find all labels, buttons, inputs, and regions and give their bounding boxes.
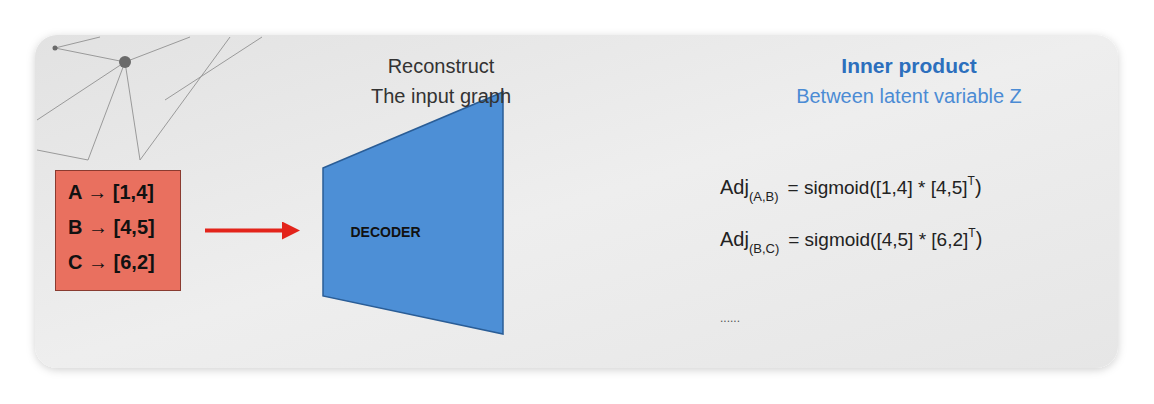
panel (35, 35, 1118, 368)
formula-text: = sigmoid([1,4] * [4,5] (788, 177, 968, 199)
formula-row: Adj(A,B)= sigmoid([1,4] * [4,5]T) (720, 176, 982, 199)
trapezoid (323, 92, 503, 334)
network-line (165, 37, 262, 100)
network-line (37, 62, 125, 120)
formula-text: Adj (720, 228, 749, 251)
formula-text: Adj (720, 176, 749, 199)
block-heading: Reconstruct The input graph (341, 51, 541, 111)
network-illustration (37, 37, 262, 160)
formula-text: = sigmoid([4,5] * [6,2] (788, 229, 968, 251)
network-line (125, 62, 140, 160)
section-subtitle: Between latent variable Z (709, 81, 1109, 111)
formula-row: Adj(B,C)= sigmoid([4,5] * [6,2]T) (720, 228, 982, 251)
network-line (37, 150, 88, 160)
subscript: (B,C) (749, 241, 779, 256)
ellipsis: ...... (720, 303, 740, 333)
network-line (140, 37, 230, 160)
section-title: Inner product (709, 51, 1109, 81)
embedding-row: A → [1,4] (68, 175, 168, 210)
embedding-row: C → [6,2] (68, 245, 168, 280)
superscript: T (968, 226, 975, 240)
decoder-block: Reconstruct The input graphDECODER (323, 92, 503, 334)
decoder-shape (323, 92, 503, 334)
network-dot (53, 46, 58, 51)
network-line (55, 48, 125, 62)
network-line (125, 37, 190, 62)
block-label: DECODER (323, 222, 448, 242)
network-line (55, 37, 100, 48)
network-dot (119, 56, 131, 68)
network-line (88, 62, 125, 160)
embedding-row: B → [4,5] (68, 210, 168, 245)
subscript: (A,B) (749, 189, 779, 204)
embedding-box: A → [1,4]B → [4,5]C → [6,2] (55, 170, 181, 291)
flow-arrow (205, 229, 282, 233)
formula-text: ) (976, 228, 983, 251)
formula-text: ) (975, 176, 982, 199)
superscript: T (968, 174, 975, 188)
